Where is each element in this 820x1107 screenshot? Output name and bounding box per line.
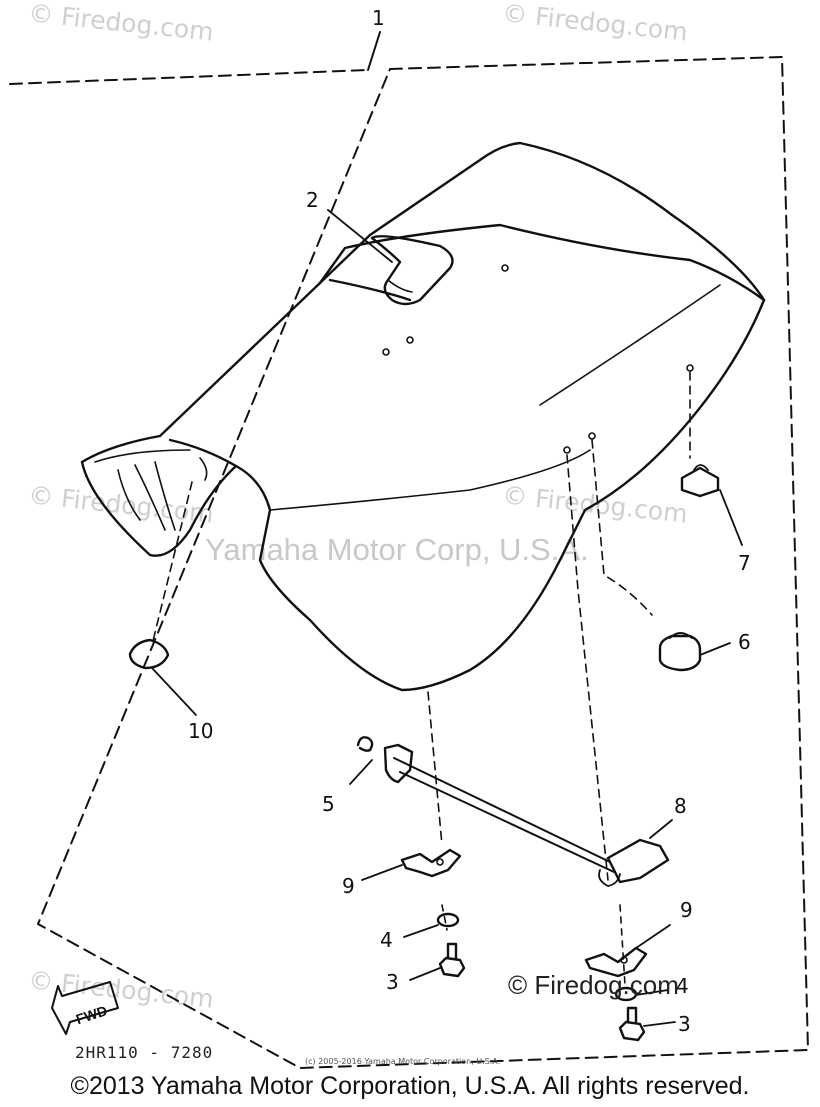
assembly-boundary — [9, 56, 809, 1069]
part-9-bracket-upper — [400, 848, 462, 878]
callout-5: 5 — [322, 792, 335, 816]
callout-10: 10 — [188, 719, 214, 743]
part-8-rod — [393, 757, 615, 873]
callout-4-upper: 4 — [380, 928, 393, 952]
callout-3-lower: 3 — [678, 1012, 691, 1036]
part-7-clip — [680, 466, 720, 498]
part-4-washer-upper — [436, 912, 460, 928]
part-9-bracket-lower — [584, 946, 648, 978]
fwd-arrow-icon — [51, 981, 119, 1035]
part-10-rubber — [128, 638, 170, 670]
callout-4-lower: 4 — [676, 974, 689, 998]
part-6-grommet — [658, 634, 702, 672]
callout-8: 8 — [674, 794, 687, 818]
callout-9-lower: 9 — [680, 898, 693, 922]
part-3-bolt-upper — [438, 942, 466, 978]
callout-1: 1 — [372, 6, 385, 30]
fwd-label: FWD — [74, 1002, 109, 1027]
callout-7: 7 — [738, 551, 751, 575]
part-4-washer-lower — [614, 986, 638, 1002]
copyright-footer: ©2013 Yamaha Motor Corporation, U.S.A. A… — [70, 1072, 750, 1100]
callout-6: 6 — [738, 630, 751, 654]
seat-front-cavity — [80, 460, 238, 557]
callout-9-upper: 9 — [342, 874, 355, 898]
callout-3-upper: 3 — [386, 970, 399, 994]
diagram-code: 2HR110 - 7280 — [75, 1043, 214, 1062]
part-5-clip — [356, 736, 374, 752]
seat-body — [80, 141, 766, 692]
corp-watermark: Yamaha Motor Corp, U.S.A. — [205, 532, 589, 567]
callout-2: 2 — [306, 188, 319, 212]
part-3-bolt-lower — [618, 1006, 646, 1042]
seat-strap — [370, 235, 454, 306]
tiny-copyright: (c) 2005-2016 Yamaha Motor Corporation, … — [305, 1057, 501, 1066]
firedog-bottom-label: © Firedog.com — [508, 970, 679, 1000]
